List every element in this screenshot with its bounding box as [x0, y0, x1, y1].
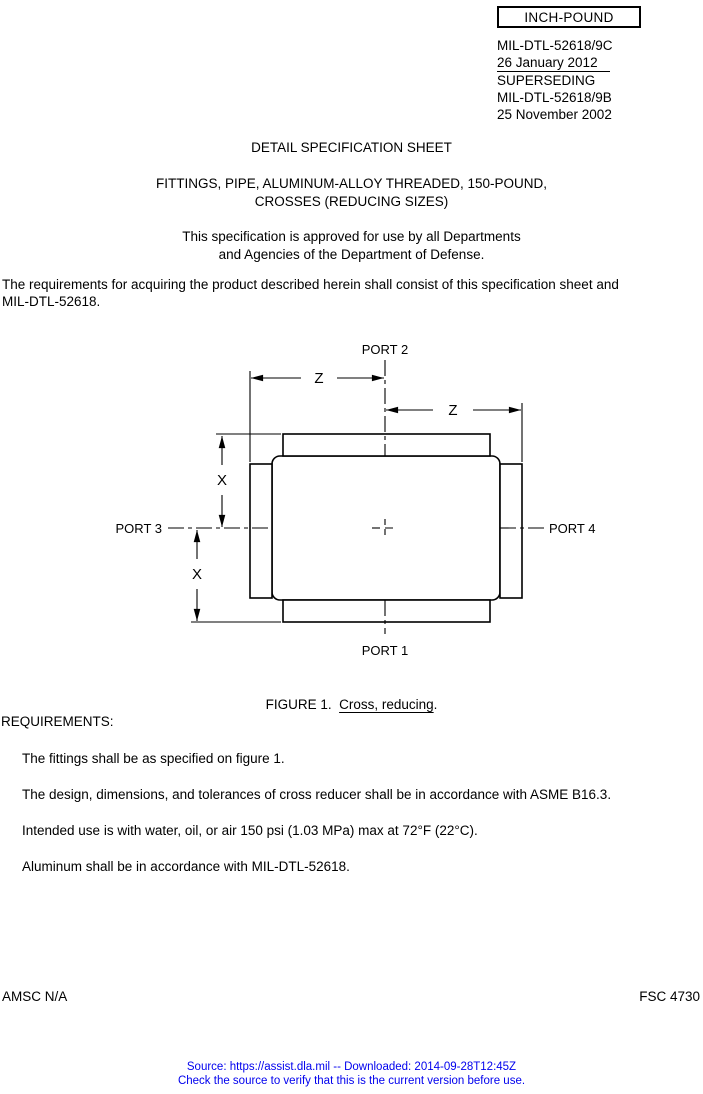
doc-date: 26 January 2012 — [497, 54, 610, 72]
dimension-lines — [193, 374, 521, 621]
dim-x-bottom-label: X — [192, 566, 202, 583]
intro-paragraph: The requirements for acquiring the produ… — [2, 277, 619, 310]
requirements-list: The fittings shall be as specified on fi… — [22, 751, 611, 895]
port4-flange — [499, 463, 523, 599]
port-2-label: PORT 2 — [362, 342, 408, 357]
approval-statement: This specification is approved for use b… — [0, 228, 703, 263]
figure-caption: FIGURE 1. Cross, reducing. — [0, 697, 703, 712]
inch-pound-stamp: INCH-POUND — [497, 6, 641, 28]
requirements-heading: REQUIREMENTS: — [1, 714, 114, 729]
port3-flange — [249, 463, 273, 599]
amsc-label: AMSC N/A — [2, 989, 68, 1004]
figure-cross-reducing: PORT 2 PORT 1 PORT 3 PORT 4 Z Z X X — [95, 338, 610, 663]
requirement-item: The design, dimensions, and tolerances o… — [22, 787, 612, 802]
superseded-number: MIL-DTL-52618/9B — [497, 90, 612, 105]
port2-flange — [282, 433, 491, 457]
footer-verify-line: Check the source to verify that this is … — [177, 1074, 526, 1087]
extension-lines — [191, 371, 523, 623]
requirement-item: Aluminum shall be in accordance with MIL… — [22, 859, 350, 874]
centerlines — [168, 360, 546, 634]
doc-number: MIL-DTL-52618/9C — [497, 38, 613, 53]
sheet-type-heading: DETAIL SPECIFICATION SHEET — [251, 140, 452, 155]
intro-line1: The requirements for acquiring the produ… — [2, 277, 619, 292]
inch-pound-label: INCH-POUND — [524, 9, 614, 25]
approval-line1: This specification is approved for use b… — [182, 229, 521, 244]
approval-line2: and Agencies of the Department of Defens… — [218, 246, 485, 262]
requirement-item: Intended use is with water, oil, or air … — [22, 823, 478, 838]
download-footer: Source: https://assist.dla.mil -- Downlo… — [0, 1061, 703, 1088]
spec-title-line2: CROSSES (REDUCING SIZES) — [254, 193, 449, 209]
dim-x-top-label: X — [217, 472, 227, 489]
intro-line2: MIL-DTL-52618. — [2, 293, 101, 309]
port1-flange — [282, 599, 491, 623]
footer-source-line: Source: https://assist.dla.mil -- Downlo… — [186, 1061, 517, 1073]
fsc-label: FSC 4730 — [639, 989, 700, 1004]
cross-fitting-drawing: PORT 2 PORT 1 PORT 3 PORT 4 Z Z X X — [116, 342, 596, 658]
spec-title-line1: FITTINGS, PIPE, ALUMINUM-ALLOY THREADED,… — [155, 176, 548, 191]
figure-caption-prefix: FIGURE 1. — [265, 697, 340, 712]
superseding-label: SUPERSEDING — [497, 73, 596, 88]
figure-labels: PORT 2 PORT 1 PORT 3 PORT 4 Z Z X X — [116, 342, 596, 658]
requirement-item: The fittings shall be as specified on fi… — [22, 751, 285, 766]
port-3-label: PORT 3 — [116, 521, 162, 536]
doc-id-block: MIL-DTL-52618/9C 26 January 2012 SUPERSE… — [497, 37, 613, 123]
port-1-label: PORT 1 — [362, 643, 408, 658]
superseded-date: 25 November 2002 — [497, 107, 612, 122]
port-4-label: PORT 4 — [549, 521, 595, 536]
spec-title: FITTINGS, PIPE, ALUMINUM-ALLOY THREADED,… — [0, 175, 703, 210]
figure-caption-title: Cross, reducing — [339, 697, 434, 712]
figure-caption-suffix: . — [433, 697, 438, 712]
dim-z-right-label: Z — [448, 402, 457, 419]
dim-z-left-label: Z — [314, 370, 323, 387]
